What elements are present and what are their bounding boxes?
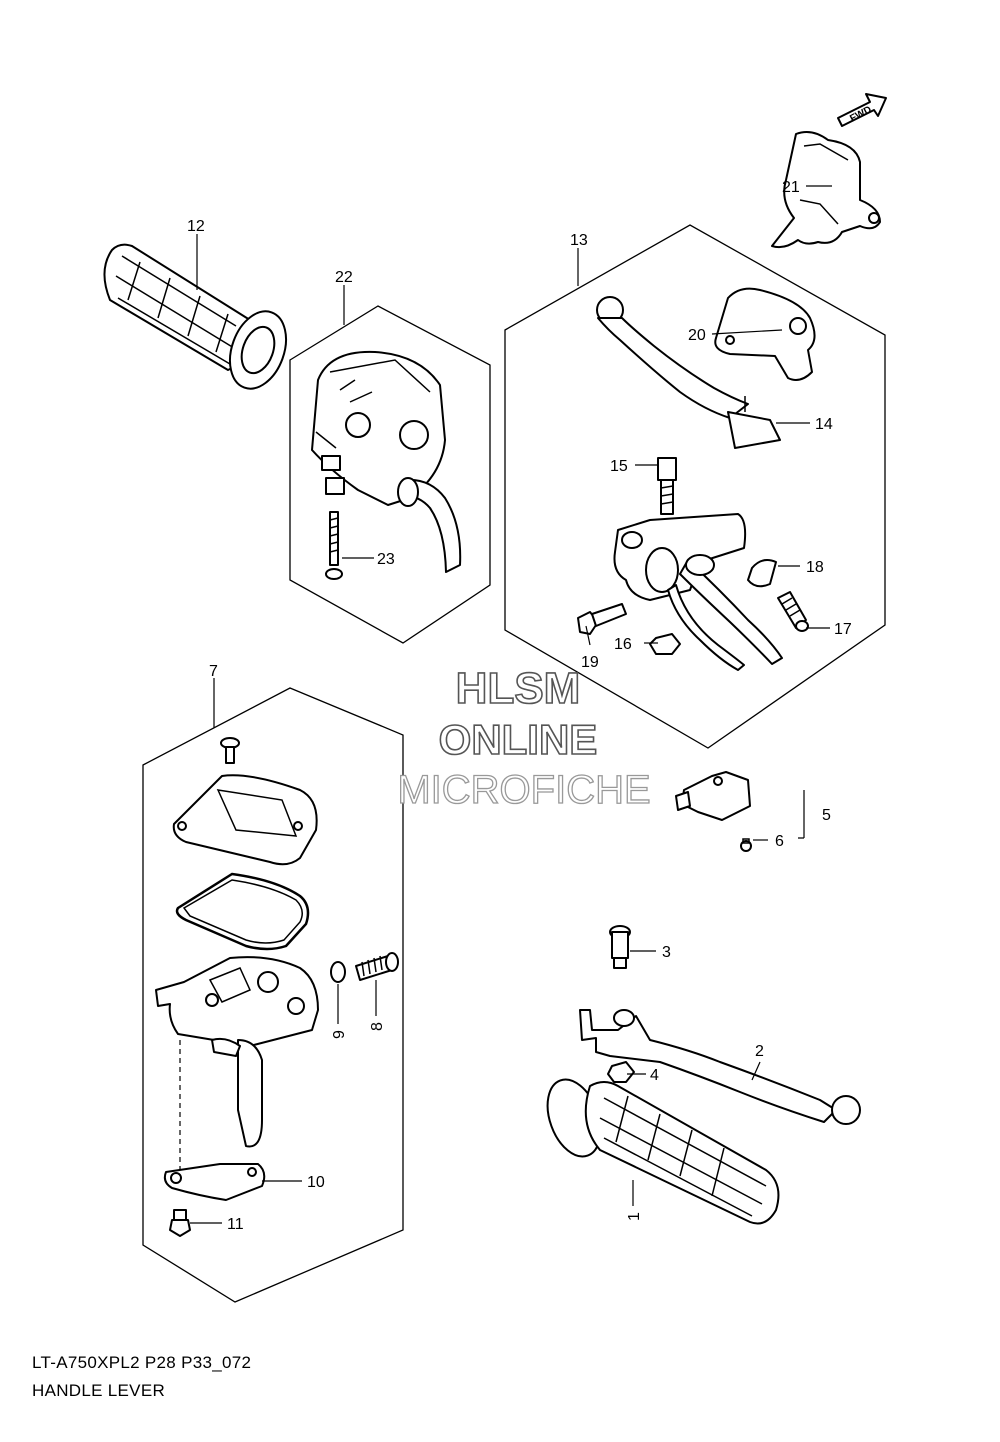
callout-15: 15 — [610, 458, 628, 475]
front-brake-lever-part — [596, 296, 781, 449]
callout-8: 8 — [369, 1022, 386, 1031]
callout-16: 16 — [614, 636, 632, 653]
grip-left-part — [103, 243, 288, 390]
pivot-bolt-part — [657, 457, 677, 515]
diagram-model-code: LT-A750XPL2 P28 P33_072 — [32, 1353, 252, 1372]
adjuster-screw-part — [777, 591, 809, 632]
watermark-line-3: MICROFICHE — [397, 768, 650, 812]
throttle-stop-screw-part — [355, 952, 399, 981]
callout-7: 7 — [209, 663, 218, 680]
callout-10: 10 — [307, 1174, 325, 1191]
callout-19: 19 — [581, 654, 599, 671]
cover-screw-part — [220, 737, 240, 764]
watermark-line-2: ONLINE — [439, 716, 598, 763]
callout-14: 14 — [815, 416, 833, 433]
plate-screw-part — [169, 1209, 191, 1237]
callout-2: 2 — [755, 1043, 764, 1060]
boot-part — [747, 559, 777, 588]
callout-18: 18 — [806, 559, 824, 576]
cover-gasket-part — [175, 872, 310, 951]
callout-17: 17 — [834, 621, 852, 638]
switch-screw-small-part — [740, 838, 752, 852]
brake-switch-part — [675, 771, 751, 821]
fwd-arrow-icon: FWD — [837, 93, 887, 127]
lever-nut-part — [607, 1061, 635, 1083]
throttle-housing-part — [155, 956, 319, 1148]
callout-1: 1 — [626, 1212, 643, 1221]
housing-bottom-plate-part — [163, 1163, 266, 1201]
watermark-line-1: HLSM — [456, 664, 581, 713]
throttle-nut-part — [330, 961, 346, 983]
nut-part — [649, 633, 681, 655]
callout-11: 11 — [227, 1216, 244, 1233]
callout-22: 22 — [335, 269, 353, 286]
svg-text:FWD: FWD — [848, 104, 873, 124]
callout-3: 3 — [662, 944, 671, 961]
master-cylinder-part — [613, 513, 783, 671]
clamp-bolt-part — [577, 603, 627, 635]
callout-4: 4 — [650, 1067, 659, 1084]
switch-housing-part — [311, 350, 462, 573]
rear-brake-lever-part — [579, 1009, 861, 1125]
switch-assembly-box — [289, 305, 491, 644]
callout-21: 21 — [782, 179, 800, 196]
diagram-title: HANDLE LEVER — [32, 1381, 166, 1400]
brake-lever-assembly-box — [504, 224, 886, 749]
callout-23: 23 — [377, 551, 395, 568]
lever-bracket-part — [714, 287, 816, 381]
callout-6: 6 — [775, 833, 784, 850]
callout-5: 5 — [822, 807, 831, 824]
lever-guard-part — [771, 131, 881, 249]
grip-right-part — [546, 1078, 780, 1225]
switch-screw-part — [325, 511, 343, 580]
callout-12: 12 — [187, 218, 205, 235]
callout-13: 13 — [570, 232, 588, 249]
lever-pivot-pin-part — [609, 925, 631, 969]
throttle-assembly-box — [142, 687, 404, 1303]
callout-20: 20 — [688, 327, 706, 344]
callout-9: 9 — [331, 1030, 348, 1039]
throttle-cover-part — [172, 774, 318, 866]
